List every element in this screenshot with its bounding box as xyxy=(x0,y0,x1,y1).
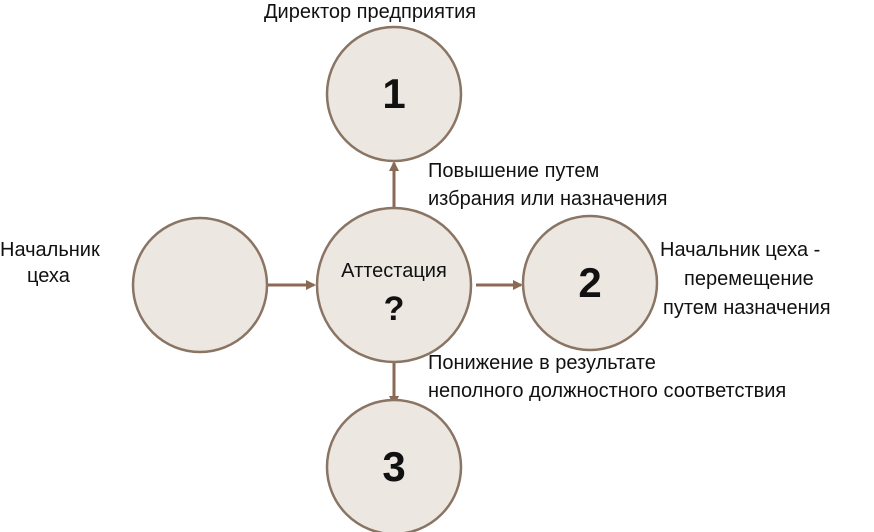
down-arrow-label-line-2: неполного должностного соответствия xyxy=(428,380,787,402)
up-arrow-label-line-2: избрания или назначения xyxy=(428,188,668,210)
up-arrow-label-line-1: Повышение путем xyxy=(428,160,600,182)
top-label: Директор предприятия xyxy=(264,1,477,23)
node-right-number: 2 xyxy=(578,259,602,306)
left-label-line-2: цеха xyxy=(27,265,70,287)
node-bottom-circle xyxy=(325,398,463,532)
node-center-circle xyxy=(315,206,473,364)
node-bottom-number: 3 xyxy=(382,443,406,490)
node-top-circle xyxy=(325,25,463,163)
node-top-number: 1 xyxy=(382,70,406,117)
node-left-circle xyxy=(131,216,269,354)
left-label-line-1: Начальник xyxy=(0,239,100,261)
center-title: Аттестация xyxy=(341,260,447,282)
center-question-mark: ? xyxy=(383,290,405,328)
right-label-line-1: Начальник цеха - xyxy=(660,239,821,261)
right-label-line-3: путем назначения xyxy=(663,297,831,319)
down-arrow-label-line-1: Понижение в результате xyxy=(428,352,656,374)
right-label-line-2: перемещение xyxy=(684,268,814,290)
node-right-circle xyxy=(521,214,659,352)
